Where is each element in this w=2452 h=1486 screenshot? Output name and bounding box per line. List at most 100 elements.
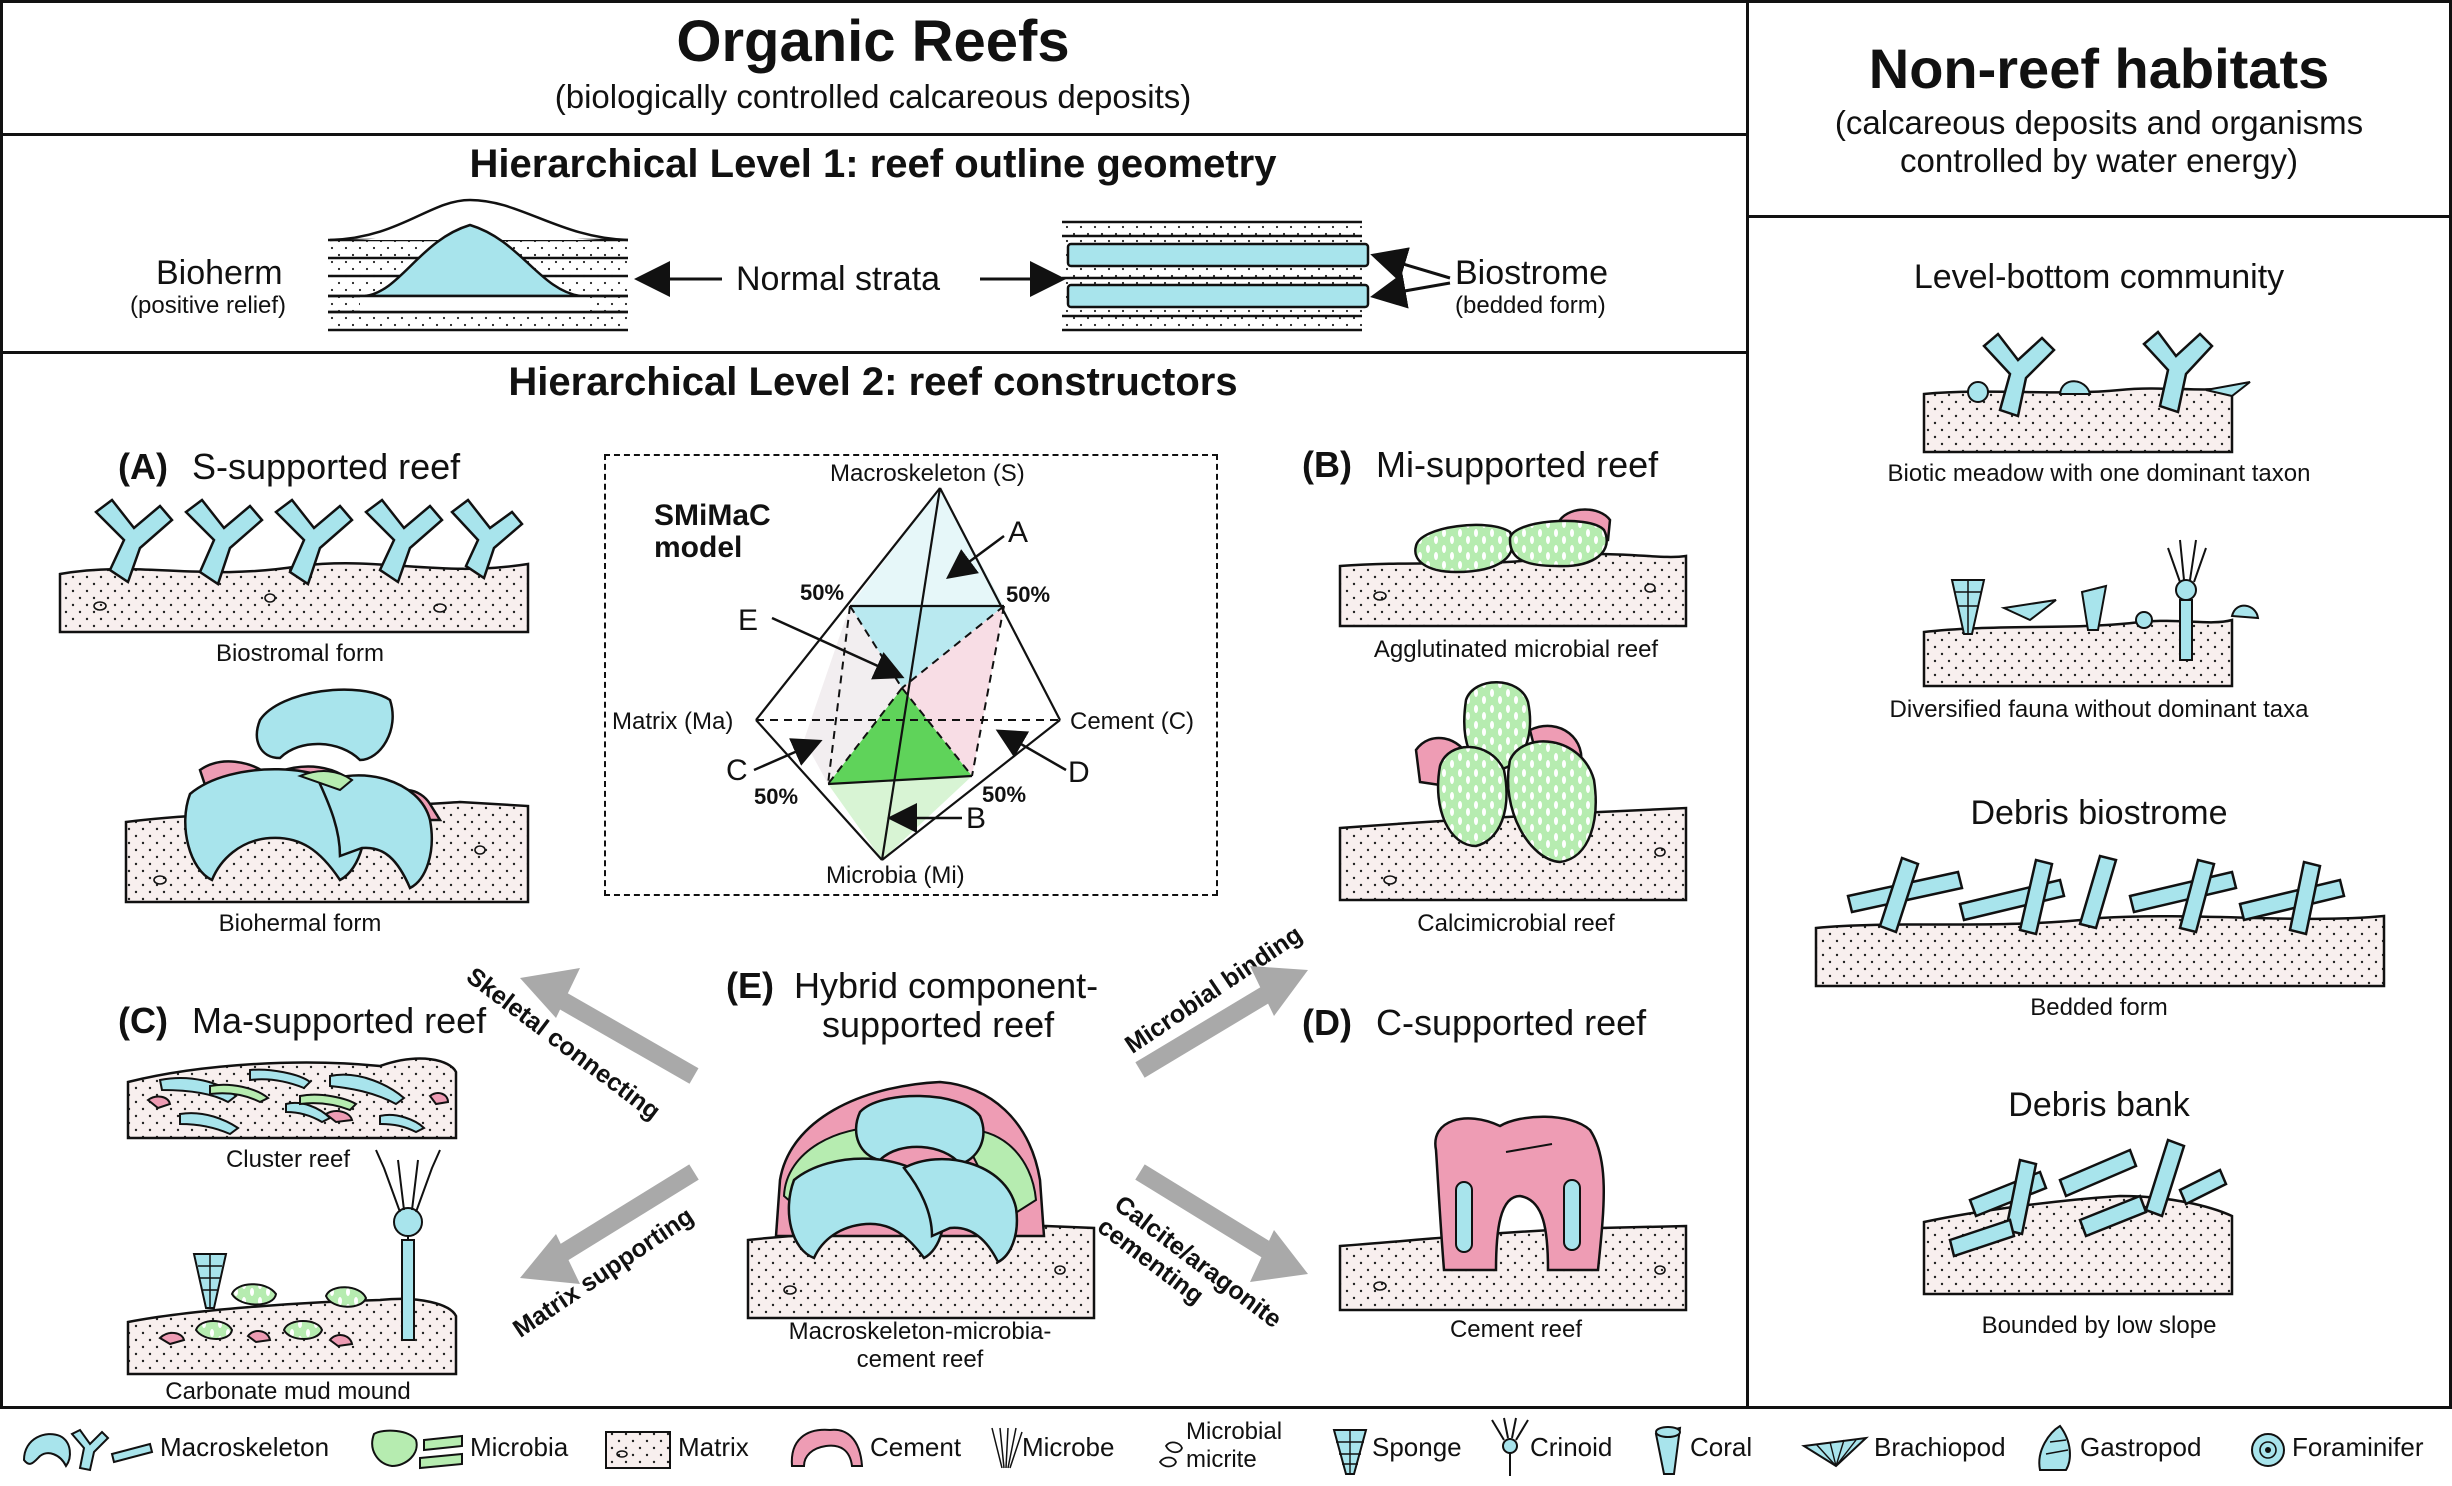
legend-label-microbe: Microbe — [1022, 1432, 1115, 1462]
bioherm-sketch — [328, 198, 629, 332]
legend-icons — [22, 1417, 2285, 1476]
panel-a-title: (A) S-supported reef — [118, 446, 460, 488]
sketch-debris-biostrome — [1814, 854, 2386, 988]
cement-icon — [790, 1428, 864, 1467]
debris-bank-title: Debris bank — [2008, 1086, 2190, 1124]
smimac-title: SMiMaC model — [654, 500, 771, 564]
debris-biostrome-title: Debris biostrome — [1970, 794, 2228, 832]
apex-right-label: Cement (C) — [1070, 708, 1195, 735]
panel-e-caption: Macroskeleton-microbia- cement reef — [740, 1318, 1100, 1374]
legend-label-crinoid: Crinoid — [1530, 1432, 1613, 1462]
pct-label-br: 50% — [982, 782, 1027, 807]
level2-heading: Hierarchical Level 2: reef constructors — [508, 360, 1238, 404]
panel-a-letter: (A) — [118, 446, 168, 487]
brachiopod-icon — [1801, 1436, 1869, 1468]
level-bottom-title: Level-bottom community — [1913, 258, 2285, 296]
sponge-icon — [1332, 1429, 1368, 1475]
right-sketches — [1814, 330, 2386, 1296]
apex-top-label: Macroskeleton (S) — [830, 460, 1025, 487]
frame-left — [0, 0, 3, 1408]
panel-b-caption1: Agglutinated microbial reef — [1373, 636, 1659, 663]
bioherm-label: Bioherm — [156, 254, 283, 292]
panel-d-letter: (D) — [1302, 1002, 1352, 1043]
panel-e-letter: (E) — [726, 965, 774, 1006]
page-title: Organic Reefs — [676, 9, 1070, 74]
region-c — [804, 606, 902, 784]
arrow-matrix — [553, 1164, 699, 1264]
panel-d-title: (D) C-supported reef — [1302, 1002, 1646, 1044]
panel-a-caption2: Biohermal form — [218, 910, 382, 937]
tetra-label-e: E — [738, 604, 759, 637]
legend-label-brachiopod: Brachiopod — [1874, 1432, 2006, 1462]
panel-e-label-line1: Hybrid component- — [794, 965, 1099, 1006]
legend: Macroskeleton Microbia Matrix Cement Mic… — [0, 1410, 2452, 1486]
panel-c-caption2: Carbonate mud mound — [165, 1378, 411, 1405]
smimac-title-line2: model — [654, 531, 743, 564]
arrow-microbial — [1135, 984, 1275, 1078]
panel-e-title: (E) Hybrid component- — [726, 966, 1098, 1006]
level2-sketches — [58, 498, 1688, 1376]
panel-a-label: S-supported reef — [192, 446, 461, 487]
sketch-agglutinated — [1338, 508, 1688, 628]
smimac-box — [604, 454, 1218, 896]
panel-c-caption1: Cluster reef — [225, 1146, 351, 1173]
right-subtitle-line1: (calcareous deposits and organisms — [1834, 104, 2364, 141]
sketch-diversified — [1922, 539, 2260, 688]
microbia-icon — [371, 1429, 463, 1470]
level1-heading: Hierarchical Level 1: reef outline geome… — [469, 142, 1277, 186]
frame-top — [0, 0, 2452, 3]
normal-strata-label: Normal strata — [736, 260, 941, 298]
panel-c-letter: (C) — [118, 1000, 168, 1041]
panel-d-caption1: Cement reef — [1449, 1316, 1583, 1343]
panel-e-caption-line1: Macroskeleton-microbia- — [788, 1318, 1052, 1345]
biostrome-label: Biostrome — [1455, 254, 1609, 292]
crinoid-icon — [1491, 1417, 1529, 1476]
arrow-cementing — [1135, 1164, 1275, 1260]
sketch-hybrid — [746, 1080, 1096, 1320]
legend-label-coral: Coral — [1690, 1432, 1753, 1462]
region-a-lower — [850, 606, 1004, 688]
region-b-core — [828, 688, 972, 784]
sketch-debris-bank — [1922, 1138, 2234, 1296]
panel-divider — [1746, 0, 1749, 1408]
divider-right-header — [1746, 215, 2452, 218]
legend-label-sponge: Sponge — [1372, 1432, 1462, 1462]
legend-label-matrix: Matrix — [678, 1432, 749, 1462]
divider-level1 — [0, 133, 1748, 136]
biostrome-sketch — [1062, 220, 1370, 332]
pct-label-tr: 50% — [1006, 582, 1051, 607]
biostrome-note: (bedded form) — [1455, 292, 1606, 319]
tetra-label-c: C — [726, 754, 748, 787]
legend-label-microbial-micrite: Microbial micrite — [1186, 1418, 1282, 1474]
bioherm-note: (positive relief) — [130, 292, 287, 319]
legend-label-microbia: Microbia — [470, 1432, 569, 1462]
sketch-cluster — [126, 1057, 458, 1140]
microbe-icon — [991, 1427, 1023, 1469]
panel-a-caption1: Biostromal form — [215, 640, 385, 667]
region-d — [902, 606, 1004, 776]
legend-label-microbial-micrite-line1: Microbial — [1186, 1418, 1283, 1445]
apex-left-label: Matrix (Ma) — [612, 708, 734, 735]
panel-c-title: (C) Ma-supported reef — [118, 1000, 486, 1042]
panel-b-label: Mi-supported reef — [1376, 444, 1659, 485]
panel-e-caption-line2: cement reef — [856, 1346, 984, 1373]
page-subtitle: (biologically controlled calcareous depo… — [554, 78, 1192, 115]
panel-b-title: (B) Mi-supported reef — [1302, 444, 1658, 486]
legend-label-foraminifer: Foraminifer — [2292, 1432, 2424, 1462]
legend-label-microbial-micrite-line2: micrite — [1186, 1446, 1257, 1473]
right-subtitle: (calcareous deposits and organisms contr… — [1749, 104, 2449, 180]
sketch-mudmound — [126, 1149, 458, 1376]
legend-label-gastropod: Gastropod — [2080, 1432, 2202, 1462]
smimac-tetrahedron — [753, 487, 1067, 861]
right-title: Non-reef habitats — [1868, 37, 2330, 100]
frame-right — [2449, 0, 2452, 1408]
sketch-biotic-meadow — [1922, 330, 2251, 454]
pct-label-tl: 50% — [800, 580, 845, 605]
macroskeleton-icon — [22, 1428, 154, 1472]
debris-biostrome-caption: Bedded form — [2030, 994, 2168, 1021]
gastropod-icon — [2038, 1424, 2071, 1471]
tetra-label-a: A — [1008, 516, 1029, 549]
legend-label-cement: Cement — [870, 1432, 962, 1462]
tetra-label-d: D — [1068, 756, 1090, 789]
sketch-biohermal — [124, 688, 530, 904]
